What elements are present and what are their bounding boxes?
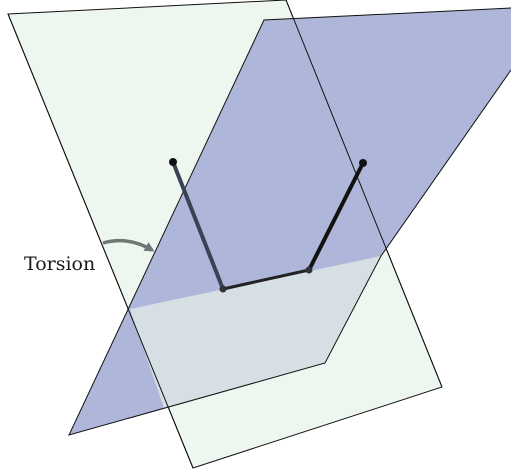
- front-plane-edge: [68, 7, 511, 436]
- left-bond: [171, 160, 225, 291]
- curved-arrow-icon: [102, 238, 155, 252]
- left-end-atom: [169, 158, 177, 166]
- back-plane-edge-left: [7, 13, 194, 469]
- central-bond: [221, 268, 311, 291]
- right-end-atom: [359, 159, 367, 167]
- overlap-region: [130, 256, 381, 408]
- right-bond: [307, 161, 365, 272]
- back-plane-edge-right: [285, 0, 443, 388]
- left-center-atom: [219, 285, 227, 293]
- right-center-atom: [305, 266, 313, 274]
- torsion-label: Torsion: [24, 253, 95, 275]
